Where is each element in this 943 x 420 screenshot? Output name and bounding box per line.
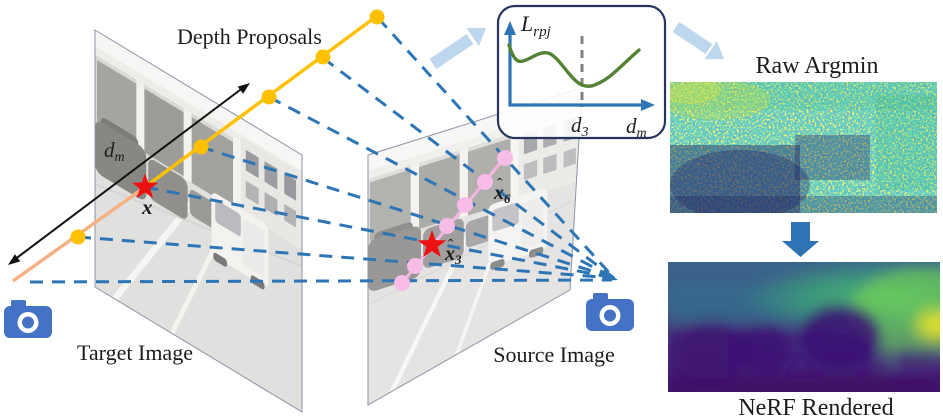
epipolar-convergence-arrowhead-icon: [601, 270, 618, 281]
epipolar-line: [200, 145, 615, 280]
nerf-rendered-label: NeRF Rendered: [738, 395, 893, 420]
target-image-plane: [95, 30, 302, 412]
dm-axis-label: dm: [626, 114, 647, 141]
source-camera-icon: [586, 293, 634, 331]
raw-argmin-label: Raw Argmin: [756, 53, 879, 79]
epipolar-baseline: [29, 278, 613, 284]
target-plane-border: [94, 29, 303, 413]
reprojected-points: [394, 150, 513, 291]
target-photo-wash: [95, 30, 302, 412]
depth-axis-arrow: [8, 83, 250, 265]
reprojected-points-chain: [394, 150, 513, 291]
target-camera-icon: [4, 300, 52, 338]
target-image-label: Target Image: [77, 340, 193, 365]
nerf-rendered-map: [668, 262, 940, 392]
depth-proposals-label: Depth Proposals: [177, 24, 322, 49]
epipolar-line: [376, 16, 616, 280]
source-point-3-label: x3: [444, 243, 462, 267]
proposal-point: [261, 89, 277, 105]
flow-arrow-to-plot-icon: [429, 27, 486, 69]
proposal-point: [193, 139, 209, 155]
nerf-shading: [668, 262, 940, 392]
proposal-point: [70, 229, 86, 245]
reprojection-loss-plot: Lrpj d3 dm: [496, 4, 667, 141]
argmin-noise-image: [670, 82, 937, 213]
depth-proposal-ray: [11, 9, 385, 283]
reprojected-point: [439, 218, 455, 234]
loss-curve: [507, 43, 641, 88]
ray-distance-label: dm: [104, 138, 125, 165]
epipolar-line: [144, 185, 615, 280]
target-point-label: x: [141, 195, 153, 219]
flow-arrow-to-argmin-icon: [672, 22, 724, 60]
reprojected-point: [477, 174, 493, 190]
source-image-label: Source Image: [493, 342, 615, 367]
reprojected-point: [394, 275, 410, 291]
epipolar-dashed-lines: [29, 16, 616, 284]
y-axis-arrowhead-icon: [504, 21, 516, 35]
epipolar-line: [77, 235, 615, 280]
plot-axes: [508, 34, 642, 107]
x-axis-arrowhead-icon: [641, 99, 655, 111]
reprojected-point: [497, 150, 513, 166]
x3-hat-accent: ˆ: [448, 237, 454, 254]
source-point-6-label: x6: [493, 182, 511, 206]
pipeline-down-arrow-icon: [782, 222, 819, 257]
x6-hat-accent: ˆ: [497, 176, 503, 193]
proposal-point: [315, 49, 331, 65]
reprojected-point: [407, 258, 423, 274]
argmin-shading: [670, 82, 937, 213]
reprojected-point: [457, 197, 473, 213]
epipolar-line: [322, 56, 615, 280]
proposal-point: [369, 9, 385, 25]
depth-proposal-points: [70, 9, 385, 245]
loss-axis-label: Lrpj: [520, 11, 551, 40]
d3-tick-label: d3: [571, 113, 589, 140]
raw-argmin-map: [670, 82, 937, 213]
